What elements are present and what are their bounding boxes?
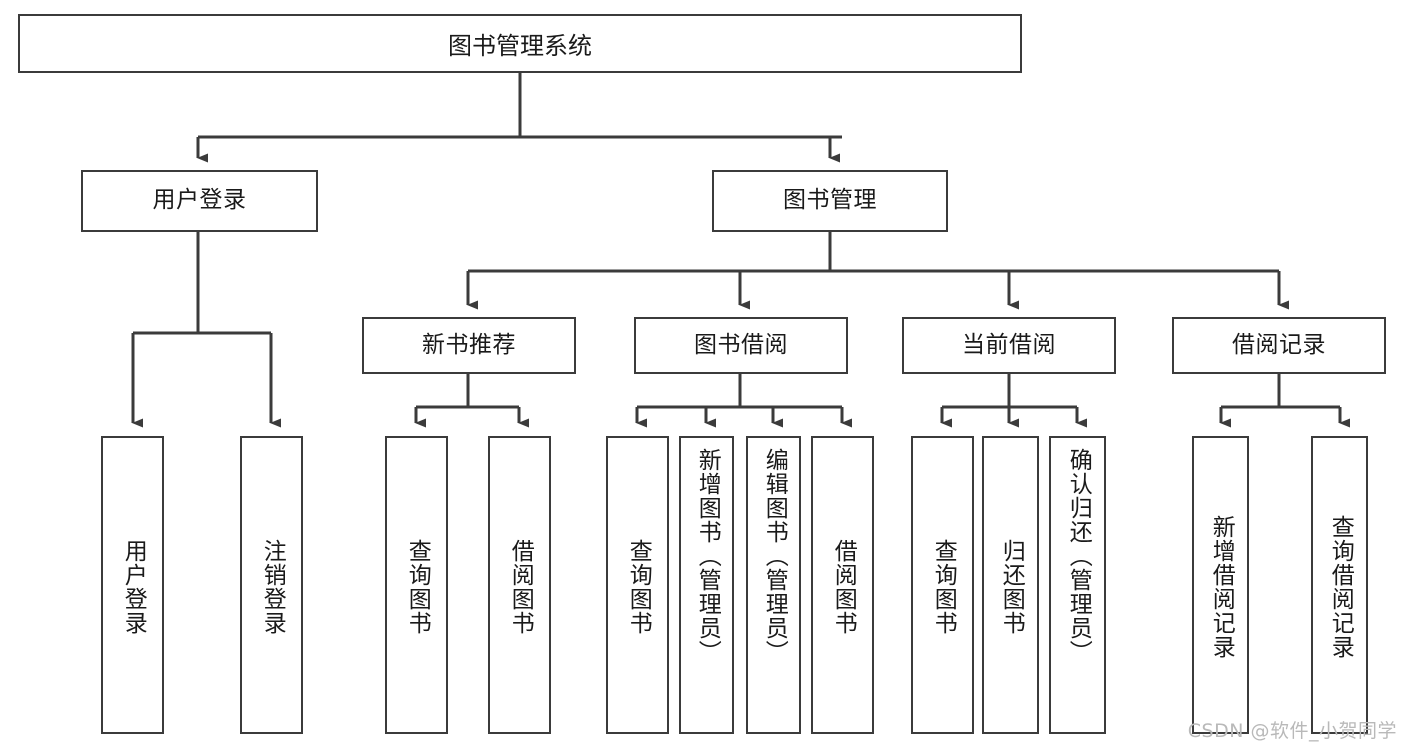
node-label: 编辑图书（管理员）: [761, 448, 788, 664]
node-label: 用户登录: [152, 187, 247, 214]
leaf-new-book-query[interactable]: 查询图书: [385, 436, 448, 734]
leaf-text-wrap: 查询图书: [913, 442, 972, 732]
node-label: 查询图书: [930, 539, 957, 635]
leaf-current-borrow-return[interactable]: 归还图书: [982, 436, 1039, 734]
node-label: 借阅图书: [507, 539, 534, 635]
leaf-text-wrap: 新增借阅记录: [1194, 442, 1247, 732]
leaf-text-wrap: 查询图书: [387, 442, 446, 732]
node-label: 借阅记录: [1232, 331, 1326, 358]
leaf-text-wrap: 用户登录: [103, 442, 162, 732]
node-label: 归还图书: [998, 539, 1025, 635]
watermark-text: CSDN @软件_小贺同学: [1187, 720, 1397, 742]
node-label: 新书推荐: [422, 331, 516, 358]
node-book-borrow[interactable]: 图书借阅: [634, 317, 848, 374]
leaf-text-wrap: 新增图书（管理员）: [681, 442, 732, 732]
leaf-text-wrap: 编辑图书（管理员）: [748, 442, 799, 732]
node-label: 新增图书（管理员）: [694, 448, 721, 664]
leaf-text-wrap: 注销登录: [242, 442, 301, 732]
leaf-user-login-logout[interactable]: 注销登录: [240, 436, 303, 734]
node-new-book-recommend[interactable]: 新书推荐: [362, 317, 576, 374]
node-root-system[interactable]: 图书管理系统: [18, 14, 1022, 73]
leaf-text-wrap: 借阅图书: [490, 442, 549, 732]
leaf-text-wrap: 借阅图书: [813, 442, 872, 732]
node-user-login[interactable]: 用户登录: [81, 170, 318, 232]
node-label: 图书借阅: [694, 331, 788, 358]
leaf-text-wrap: 归还图书: [984, 442, 1037, 732]
leaf-book-borrow-query[interactable]: 查询图书: [606, 436, 669, 734]
node-label: 查询借阅记录: [1327, 515, 1354, 659]
node-label: 注销登录: [259, 539, 286, 635]
leaf-current-borrow-confirm[interactable]: 确认归还（管理员）: [1049, 436, 1106, 734]
node-label: 用户登录: [120, 539, 147, 635]
leaf-text-wrap: 确认归还（管理员）: [1051, 442, 1104, 732]
leaf-current-borrow-query[interactable]: 查询图书: [911, 436, 974, 734]
node-label: 查询图书: [404, 539, 431, 635]
node-label: 图书管理: [783, 187, 877, 214]
leaf-book-borrow-edit[interactable]: 编辑图书（管理员）: [746, 436, 801, 734]
node-label: 借阅图书: [830, 539, 857, 635]
leaf-book-borrow-add[interactable]: 新增图书（管理员）: [679, 436, 734, 734]
leaf-borrow-record-add[interactable]: 新增借阅记录: [1192, 436, 1249, 734]
node-label: 图书管理系统: [448, 32, 592, 60]
node-label: 新增借阅记录: [1208, 515, 1235, 659]
node-label: 查询图书: [625, 539, 652, 635]
leaf-user-login-login[interactable]: 用户登录: [101, 436, 164, 734]
node-label: 当前借阅: [962, 331, 1056, 358]
leaf-new-book-borrow[interactable]: 借阅图书: [488, 436, 551, 734]
node-label: 确认归还（管理员）: [1065, 448, 1092, 664]
leaf-text-wrap: 查询借阅记录: [1313, 442, 1366, 732]
node-current-borrow[interactable]: 当前借阅: [902, 317, 1116, 374]
node-book-management[interactable]: 图书管理: [712, 170, 948, 232]
leaf-borrow-record-query[interactable]: 查询借阅记录: [1311, 436, 1368, 734]
leaf-book-borrow-borrow[interactable]: 借阅图书: [811, 436, 874, 734]
leaf-text-wrap: 查询图书: [608, 442, 667, 732]
node-borrow-record[interactable]: 借阅记录: [1172, 317, 1386, 374]
